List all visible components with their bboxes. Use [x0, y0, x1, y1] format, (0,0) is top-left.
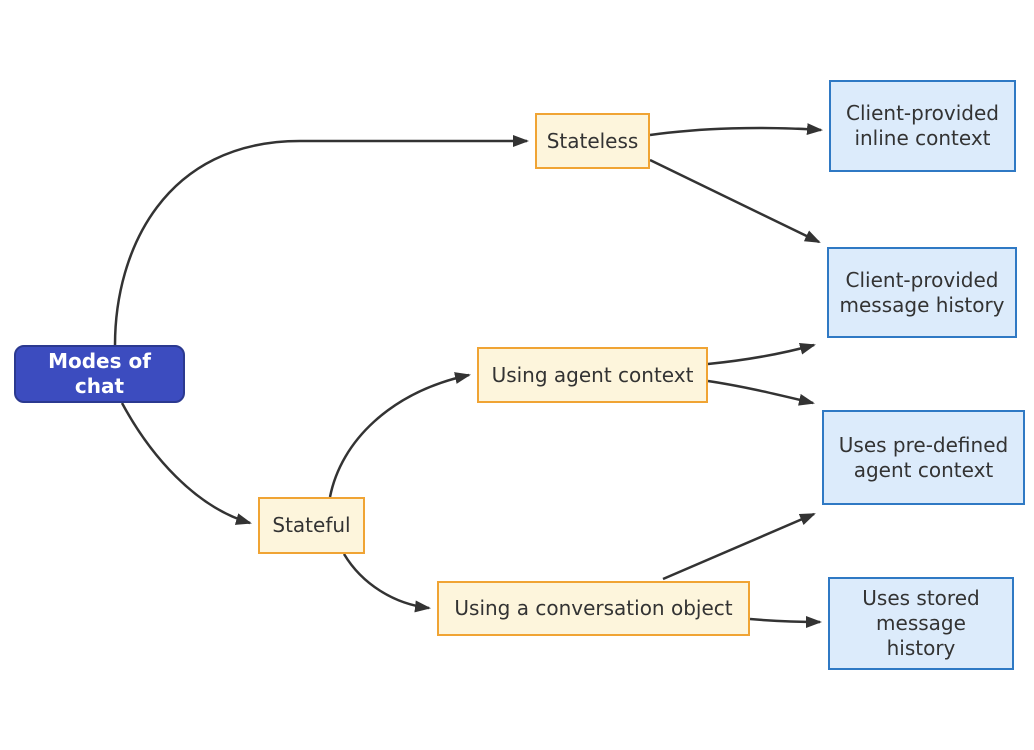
- edge-stateless-to-message-history: [649, 158, 821, 244]
- edge-stateful-to-agent-context: [328, 372, 471, 498]
- edge-modes-to-stateless: [113, 135, 529, 346]
- edge-conversation-object-to-predefined-context: [662, 512, 816, 581]
- node-uses-pre-defined-agent-context: Uses pre-defined agent context: [822, 410, 1025, 505]
- edge-agent-context-to-predefined-context: [707, 379, 815, 406]
- edge-agent-context-to-message-history: [707, 342, 816, 366]
- node-uses-stored-message-history: Uses stored message history: [828, 577, 1014, 670]
- node-client-provided-inline-context: Client-provided inline context: [829, 80, 1016, 172]
- node-using-a-conversation-object: Using a conversation object: [437, 581, 750, 636]
- node-stateless: Stateless: [535, 113, 650, 169]
- node-stateful: Stateful: [258, 497, 365, 554]
- node-using-agent-context: Using agent context: [477, 347, 708, 403]
- edge-modes-to-stateful: [120, 402, 252, 525]
- node-modes-of-chat: Modes of chat: [14, 345, 185, 403]
- edge-conversation-object-to-stored-history: [749, 615, 822, 628]
- node-client-provided-message-history: Client-provided message history: [827, 247, 1017, 338]
- edge-stateless-to-inline-context: [649, 123, 823, 137]
- edge-stateful-to-conversation-object: [342, 553, 431, 613]
